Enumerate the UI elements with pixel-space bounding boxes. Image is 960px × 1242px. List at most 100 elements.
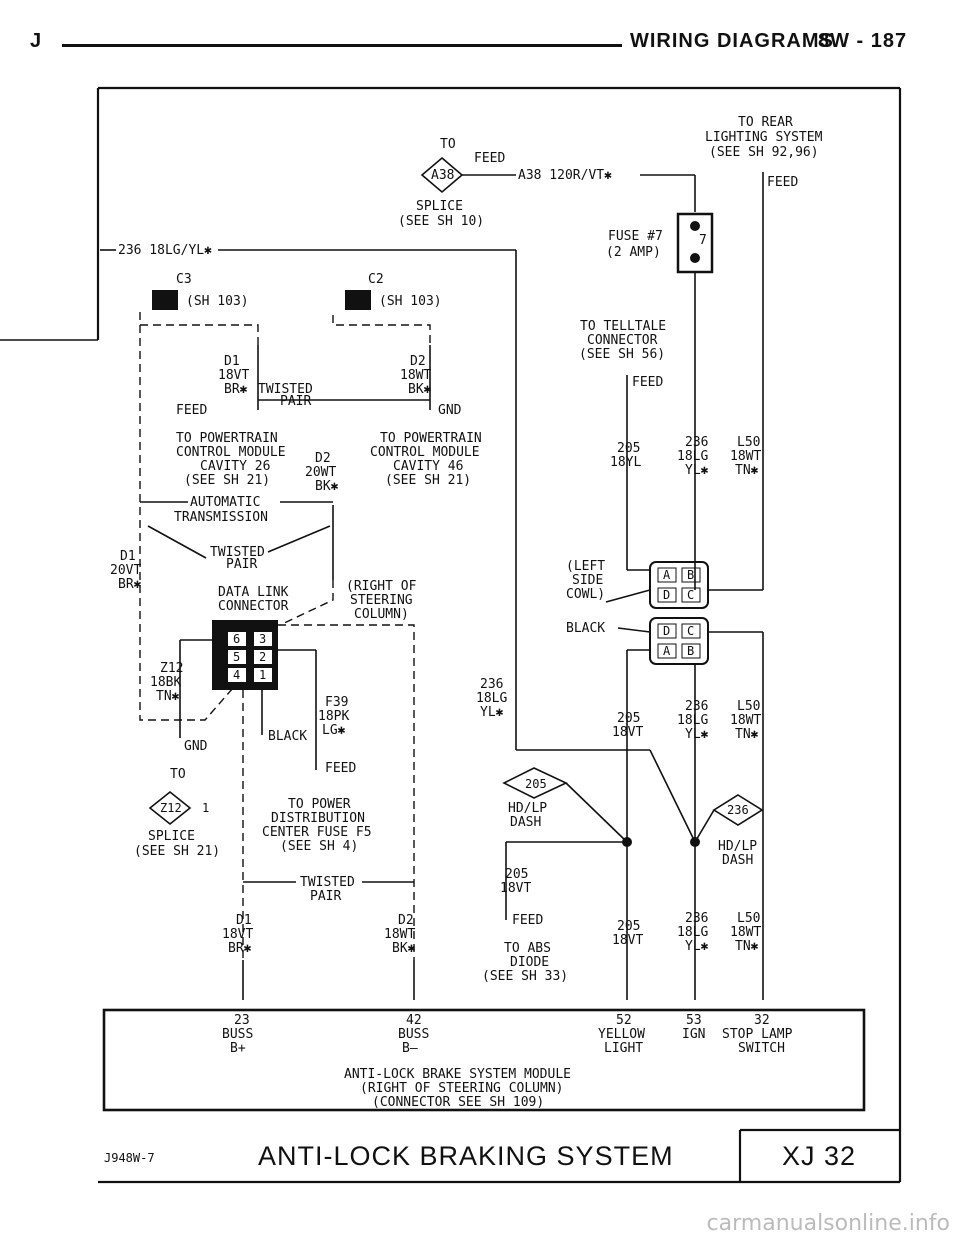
rear-lighting-3: (SEE SH 92,96) bbox=[709, 145, 819, 160]
splice-236-dot bbox=[690, 837, 700, 847]
cowl-top-pin-c-box bbox=[681, 587, 701, 603]
f39-c: LG✱ bbox=[322, 723, 346, 738]
title-main: ANTI-LOCK BRAKING SYSTEM bbox=[258, 1141, 674, 1171]
splice-205-lead bbox=[565, 782, 628, 843]
pcm-right-3: CAVITY 46 bbox=[393, 459, 463, 474]
twisted-2-line-left bbox=[147, 525, 207, 559]
twisted-3-a: TWISTED bbox=[300, 875, 355, 890]
dlc-pin-2: 2 bbox=[259, 650, 266, 664]
cowl-bot-pin-d: D bbox=[663, 624, 670, 638]
automatic-b: TRANSMISSION bbox=[174, 510, 268, 525]
header-letter: J bbox=[30, 30, 43, 52]
w236-top-b: 18LG bbox=[677, 449, 708, 464]
w205-lower-b: 18VT bbox=[500, 881, 531, 896]
telltale-3: (SEE SH 56) bbox=[579, 347, 665, 362]
dlc-pin-1-box bbox=[254, 668, 272, 682]
w236-top-c: YL✱ bbox=[685, 463, 709, 478]
dlc-pin-4: 4 bbox=[233, 668, 240, 682]
a38-splice-label: SPLICE bbox=[416, 199, 463, 214]
l50-mid-b: 18WT bbox=[730, 713, 761, 728]
rsc-a: (RIGHT OF bbox=[346, 579, 417, 594]
module-name-3: (CONNECTOR SEE SH 109) bbox=[372, 1095, 544, 1110]
c3-dash bbox=[140, 324, 259, 345]
dlc-pin-2-box bbox=[254, 650, 272, 664]
a38-tag: A38 bbox=[431, 168, 454, 183]
telltale-feed: FEED bbox=[632, 375, 663, 390]
module-pin-5: 32 bbox=[754, 1013, 770, 1028]
cowl-b: SIDE bbox=[572, 573, 603, 588]
w205-bot-a: 205 bbox=[617, 919, 640, 934]
splice-236-lead bbox=[694, 809, 715, 843]
module-pin-3: 52 bbox=[616, 1013, 632, 1028]
d1-top-a: D1 bbox=[224, 354, 240, 369]
cowl-bot-pin-b-box bbox=[681, 643, 701, 659]
cowl-top-pin-c: C bbox=[687, 588, 694, 602]
module-pin-2: 42 bbox=[406, 1013, 422, 1028]
c3-sheet: (SH 103) bbox=[186, 294, 249, 309]
d2-top-c: BK✱ bbox=[408, 382, 432, 397]
w236-mid-left-a: 236 bbox=[480, 677, 503, 692]
cowl-top-pin-b: B bbox=[687, 568, 694, 582]
module-pin-5-l1: STOP LAMP bbox=[722, 1027, 793, 1042]
splice-236-a: HD/LP bbox=[718, 839, 757, 854]
d1-bot-a: D1 bbox=[236, 913, 252, 928]
z12-b: 18BK bbox=[150, 675, 181, 690]
w236-mid-left-c: YL✱ bbox=[480, 705, 504, 720]
cowl-pointer-top bbox=[605, 589, 651, 603]
twisted-3-b: PAIR bbox=[310, 889, 341, 904]
module-pin-1-l1: BUSS bbox=[222, 1027, 253, 1042]
rsc-b: STEERING bbox=[350, 593, 413, 608]
dlc-pin-3: 3 bbox=[259, 632, 266, 646]
dlc-a: DATA LINK bbox=[218, 585, 289, 600]
cowl-connector-bottom bbox=[649, 617, 709, 665]
w205-top-b: 18YL bbox=[610, 455, 641, 470]
cowl-a: (LEFT bbox=[566, 559, 605, 574]
feed-left: FEED bbox=[176, 403, 207, 418]
rsc-c: COLUMN) bbox=[354, 607, 409, 622]
a38-to: TO bbox=[440, 137, 456, 152]
d1-mid-a: D1 bbox=[120, 549, 136, 564]
pcm-left-4: (SEE SH 21) bbox=[184, 473, 270, 488]
cowl-top-pin-a-box bbox=[657, 567, 677, 583]
d1-mid-b: 20VT bbox=[110, 563, 141, 578]
d1-top-b: 18VT bbox=[218, 368, 249, 383]
header-rule bbox=[62, 44, 622, 47]
twisted-1-b: PAIR bbox=[280, 394, 311, 409]
fuse-name: FUSE #7 bbox=[608, 229, 663, 244]
l50-mid-a: L50 bbox=[737, 699, 760, 714]
rear-feed: FEED bbox=[767, 175, 798, 190]
cowl-connector-top bbox=[649, 561, 709, 609]
l50-top-c: TN✱ bbox=[735, 463, 759, 478]
black-label: BLACK bbox=[268, 729, 307, 744]
watermark: carmanualsonline.info bbox=[706, 1211, 950, 1236]
pdc-2: DISTRIBUTION bbox=[271, 811, 365, 826]
dlc-pin-5: 5 bbox=[233, 650, 240, 664]
a38-splice-diamond bbox=[420, 156, 464, 194]
splice-236-b: DASH bbox=[722, 853, 753, 868]
w205-lower-feed: FEED bbox=[512, 913, 543, 928]
pcm-left-2: CONTROL MODULE bbox=[176, 445, 286, 460]
d2-mid-b: 20WT bbox=[305, 465, 336, 480]
twisted-2-a: TWISTED bbox=[210, 545, 265, 560]
pcm-right-4: (SEE SH 21) bbox=[385, 473, 471, 488]
fuse-number: 7 bbox=[699, 233, 707, 248]
d2-top-b: 18WT bbox=[400, 368, 431, 383]
gnd-left: GND bbox=[184, 739, 208, 754]
title-code: J948W-7 bbox=[104, 1151, 155, 1165]
abs-diode-c: (SEE SH 33) bbox=[482, 969, 568, 984]
c2-sheet: (SH 103) bbox=[379, 294, 442, 309]
cowl-bot-pin-d-box bbox=[657, 623, 677, 639]
w205-mid-b: 18VT bbox=[612, 725, 643, 740]
l50-bot-a: L50 bbox=[737, 911, 760, 926]
cowl-black: BLACK bbox=[566, 621, 605, 636]
twisted-1-a: TWISTED bbox=[258, 382, 313, 397]
f39-feed: FEED bbox=[325, 761, 356, 776]
w236-mid-c: YL✱ bbox=[685, 727, 709, 742]
w205-bot-b: 18VT bbox=[612, 933, 643, 948]
dlc-pin-5-box bbox=[228, 650, 246, 664]
c2-dash bbox=[332, 315, 431, 345]
title-sheet: XJ 32 bbox=[782, 1141, 856, 1171]
splice-236-diamond bbox=[712, 794, 764, 826]
fuse-terminal-top bbox=[690, 221, 700, 231]
